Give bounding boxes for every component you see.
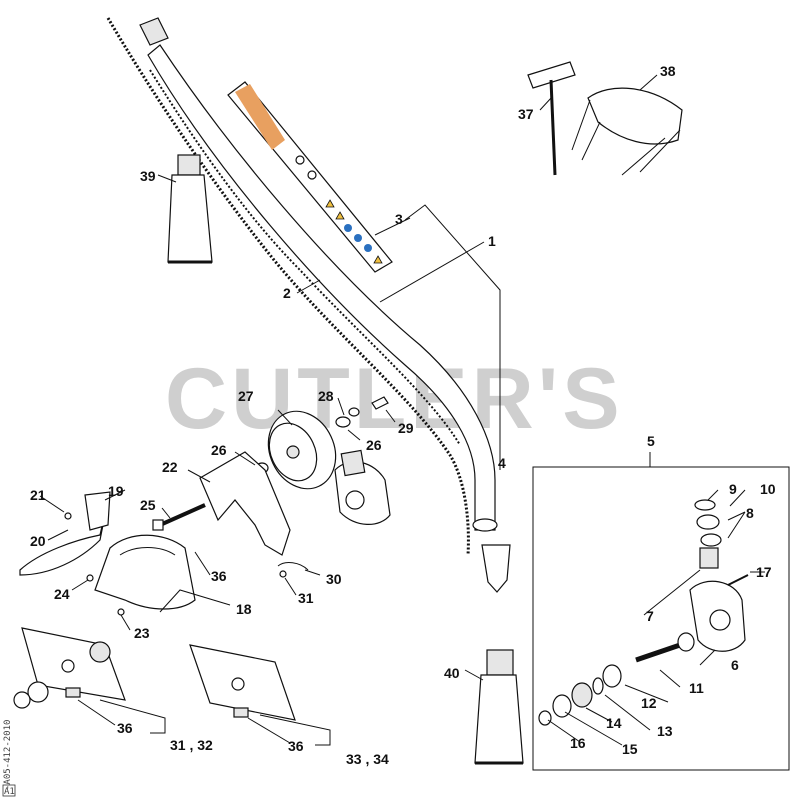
label-36c: 36 — [288, 738, 304, 754]
label-30: 30 — [326, 571, 342, 587]
label-14: 14 — [606, 715, 622, 731]
label-10: 10 — [760, 481, 776, 497]
watermark-text: CUTLER'S — [165, 351, 624, 447]
grease-tube-40 — [474, 649, 524, 765]
label-18: 18 — [236, 601, 252, 617]
guard-18 — [94, 534, 196, 610]
blade-panel-right — [189, 644, 296, 721]
label-20: 20 — [30, 533, 46, 549]
label-26b: 26 — [366, 437, 382, 453]
screws — [64, 512, 309, 616]
label-31-32: 31 , 32 — [170, 737, 213, 753]
label-7: 7 — [646, 608, 654, 624]
label-22: 22 — [162, 459, 178, 475]
combination-wrench-37 — [527, 61, 576, 176]
label-27: 27 — [238, 388, 254, 404]
inset-parts — [538, 499, 749, 726]
leader-lines — [39, 74, 765, 746]
corner-mark-box — [2, 784, 16, 797]
grease-tube-39 — [167, 154, 213, 264]
label-36b: 36 — [117, 720, 133, 736]
label-28: 28 — [318, 388, 334, 404]
label-24: 24 — [54, 586, 70, 602]
label-19: 19 — [108, 483, 124, 499]
label-21: 21 — [30, 487, 46, 503]
label-8: 8 — [746, 505, 754, 521]
callout-labels: 1 2 3 4 5 6 7 8 9 10 11 12 13 14 15 16 1… — [30, 63, 776, 767]
label-29: 29 — [398, 420, 414, 436]
label-5: 5 — [647, 433, 655, 449]
label-12: 12 — [641, 695, 657, 711]
label-26a: 26 — [211, 442, 227, 458]
label-40: 40 — [444, 665, 460, 681]
label-17: 17 — [756, 564, 772, 580]
blade-panel-left — [13, 627, 126, 709]
side-code: -A05-412-2010 — [3, 720, 13, 790]
label-23: 23 — [134, 625, 150, 641]
label-3: 3 — [395, 211, 403, 227]
label-25: 25 — [140, 497, 156, 513]
label-1: 1 — [488, 233, 496, 249]
drive-tube-assembly — [106, 17, 511, 593]
corner-mark: A1 — [4, 787, 15, 797]
bolt-25 — [152, 503, 206, 531]
label-11: 11 — [689, 680, 704, 696]
label-2: 2 — [283, 285, 291, 301]
wheel-27 — [267, 410, 337, 490]
label-9: 9 — [729, 481, 737, 497]
label-16: 16 — [570, 735, 586, 751]
label-38: 38 — [660, 63, 676, 79]
warning-decal — [227, 81, 393, 273]
bracket-22 — [199, 451, 291, 556]
label-37: 37 — [518, 106, 534, 122]
label-4: 4 — [498, 455, 506, 471]
shoe-19 — [19, 491, 111, 576]
label-31: 31 — [298, 590, 314, 606]
label-6: 6 — [731, 657, 739, 673]
label-15: 15 — [622, 741, 638, 757]
inset-box-5 — [532, 466, 790, 771]
label-33-34: 33 , 34 — [346, 751, 389, 767]
label-13: 13 — [657, 723, 673, 739]
safety-glasses-38 — [571, 87, 683, 176]
gear-head-assembly — [334, 449, 391, 525]
label-39: 39 — [140, 168, 156, 184]
label-36a: 36 — [211, 568, 227, 584]
